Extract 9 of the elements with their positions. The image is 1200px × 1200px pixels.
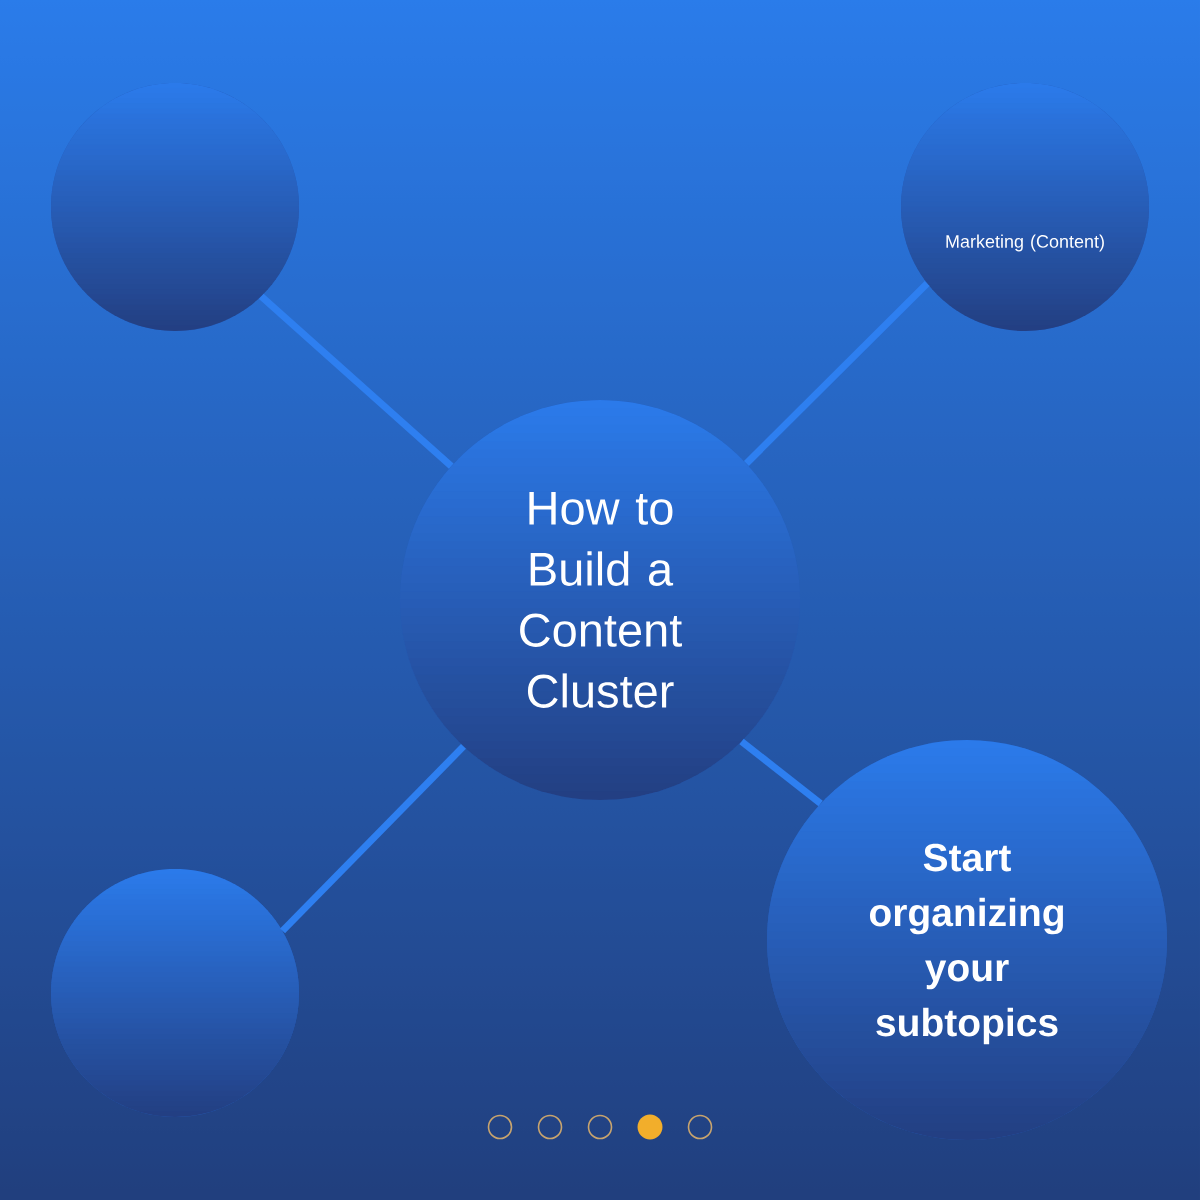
circle bbox=[51, 83, 299, 331]
heading: Start organizing your subtopics bbox=[869, 843, 1063, 1045]
title: How to Build a Content Cluster bbox=[520, 492, 682, 708]
connector-line bbox=[739, 738, 823, 807]
connector-line bbox=[743, 280, 930, 466]
connector-line bbox=[258, 293, 454, 469]
circle bbox=[51, 869, 299, 1117]
label: Marketing (Content) bbox=[946, 234, 1104, 252]
connector-line bbox=[280, 743, 466, 934]
